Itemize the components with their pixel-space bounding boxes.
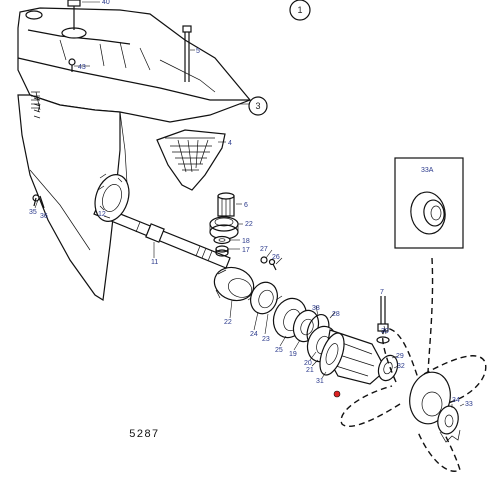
detail-inset-33a: [394, 157, 464, 249]
circled-ref-3: 3: [248, 96, 268, 116]
hub-washer-34-33: [437, 405, 461, 443]
bolt-40: [67, 0, 81, 30]
svg-text:1: 1: [297, 5, 302, 15]
callout-6[interactable]: 6: [244, 202, 248, 209]
callout-34[interactable]: 34: [452, 397, 460, 404]
callout-26[interactable]: 26: [272, 254, 280, 261]
callout-5[interactable]: 5: [196, 48, 200, 55]
callout-30[interactable]: 30: [381, 328, 389, 335]
propeller-hub-28: [319, 329, 387, 385]
nut-27: [260, 256, 268, 264]
nut-29-32: [377, 354, 399, 382]
callout-19[interactable]: 19: [289, 351, 297, 358]
callout-35[interactable]: 35: [29, 209, 37, 216]
callout-22b[interactable]: 22: [224, 319, 232, 326]
callout-21[interactable]: 21: [306, 367, 314, 374]
callout-25[interactable]: 25: [275, 347, 283, 354]
callout-31[interactable]: 31: [316, 378, 324, 385]
bolt-31: [333, 390, 341, 398]
callout-36[interactable]: 36: [40, 213, 48, 220]
callout-32[interactable]: 32: [397, 363, 405, 370]
callout-28[interactable]: 28: [332, 311, 340, 318]
callout-43[interactable]: 43: [78, 64, 86, 71]
anode-4: [156, 129, 226, 191]
callout-29[interactable]: 29: [396, 353, 404, 360]
callout-17[interactable]: 17: [242, 247, 250, 254]
drive-housing: [17, 7, 252, 302]
screw-35: [32, 194, 40, 207]
callout-27[interactable]: 27: [260, 246, 268, 253]
screw-36: [39, 195, 45, 209]
callout-11[interactable]: 11: [151, 259, 158, 266]
propeller-outline: [340, 257, 487, 472]
circled-ref-1: 1: [289, 0, 311, 21]
callout-33[interactable]: 33: [465, 401, 473, 408]
screw-43: [68, 58, 76, 72]
callout-4[interactable]: 4: [228, 140, 232, 147]
callout-22a[interactable]: 22: [245, 221, 253, 228]
callout-24[interactable]: 24: [250, 331, 258, 338]
leader-lines: [34, 1, 465, 408]
callout-40[interactable]: 40: [102, 0, 110, 6]
callout-23[interactable]: 23: [262, 336, 270, 343]
callout-7[interactable]: 7: [380, 289, 384, 296]
bolt-5: [182, 25, 192, 82]
bolt-7: [377, 296, 389, 332]
drawing-number: 5287: [129, 429, 159, 441]
bearing-22-upper: [209, 216, 239, 240]
bevel-gear-12: [94, 173, 130, 222]
svg-text:3: 3: [255, 101, 260, 111]
washer-18: [213, 235, 231, 245]
callout-labels: 40 5 43 4 35 36 12 6 22 18 17 11 27 26 2…: [29, 0, 473, 408]
callout-12[interactable]: 12: [98, 211, 106, 218]
ring-24: [250, 281, 278, 315]
callout-33a[interactable]: 33A: [421, 167, 434, 174]
callout-20[interactable]: 20: [304, 360, 312, 367]
callout-18[interactable]: 18: [242, 238, 250, 245]
pinion-gear-6: [217, 192, 235, 217]
callout-38[interactable]: 38: [312, 305, 320, 312]
screw-26: [268, 258, 277, 271]
